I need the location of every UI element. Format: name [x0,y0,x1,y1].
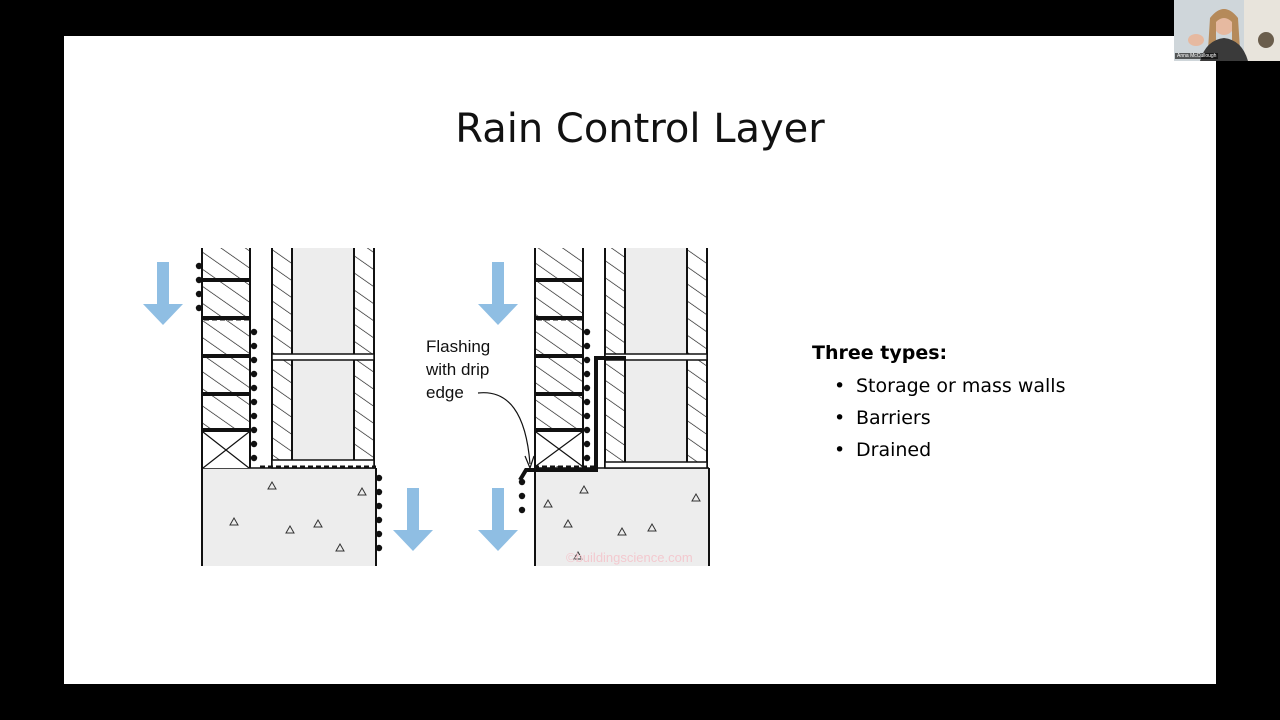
arrow-down-icon [478,488,518,551]
presentation-slide: Rain Control Layer [64,36,1216,684]
list-heading: Three types: [812,342,948,364]
left-wall-section [195,248,383,566]
participant-video [1174,0,1280,61]
left-foundation [202,468,376,566]
slide-title: Rain Control Layer [455,106,825,152]
wall-section-diagram: Flashing with drip edge ©buildingscience… [143,248,710,566]
arrow-down-icon [478,262,518,325]
flashing [518,356,626,482]
watermark: ©buildingscience.com [566,550,693,565]
list-item: Storage or mass walls [834,370,1065,402]
rain-arrows [143,262,518,551]
arrow-down-icon [393,488,433,551]
left-water-path [195,262,383,552]
webcam-thumbnail[interactable]: Anna McCullough [1174,0,1280,61]
participant-name: Anna McCullough [1175,53,1219,59]
types-list: Three types: Storage or mass walls Barri… [812,342,1065,466]
right-wall-section [477,248,710,566]
flashing-label: Flashing with drip edge [425,337,495,402]
arrow-down-icon [143,262,183,325]
list-item: Drained [834,434,1065,466]
right-foundation [535,468,709,566]
list-item: Barriers [834,402,1065,434]
